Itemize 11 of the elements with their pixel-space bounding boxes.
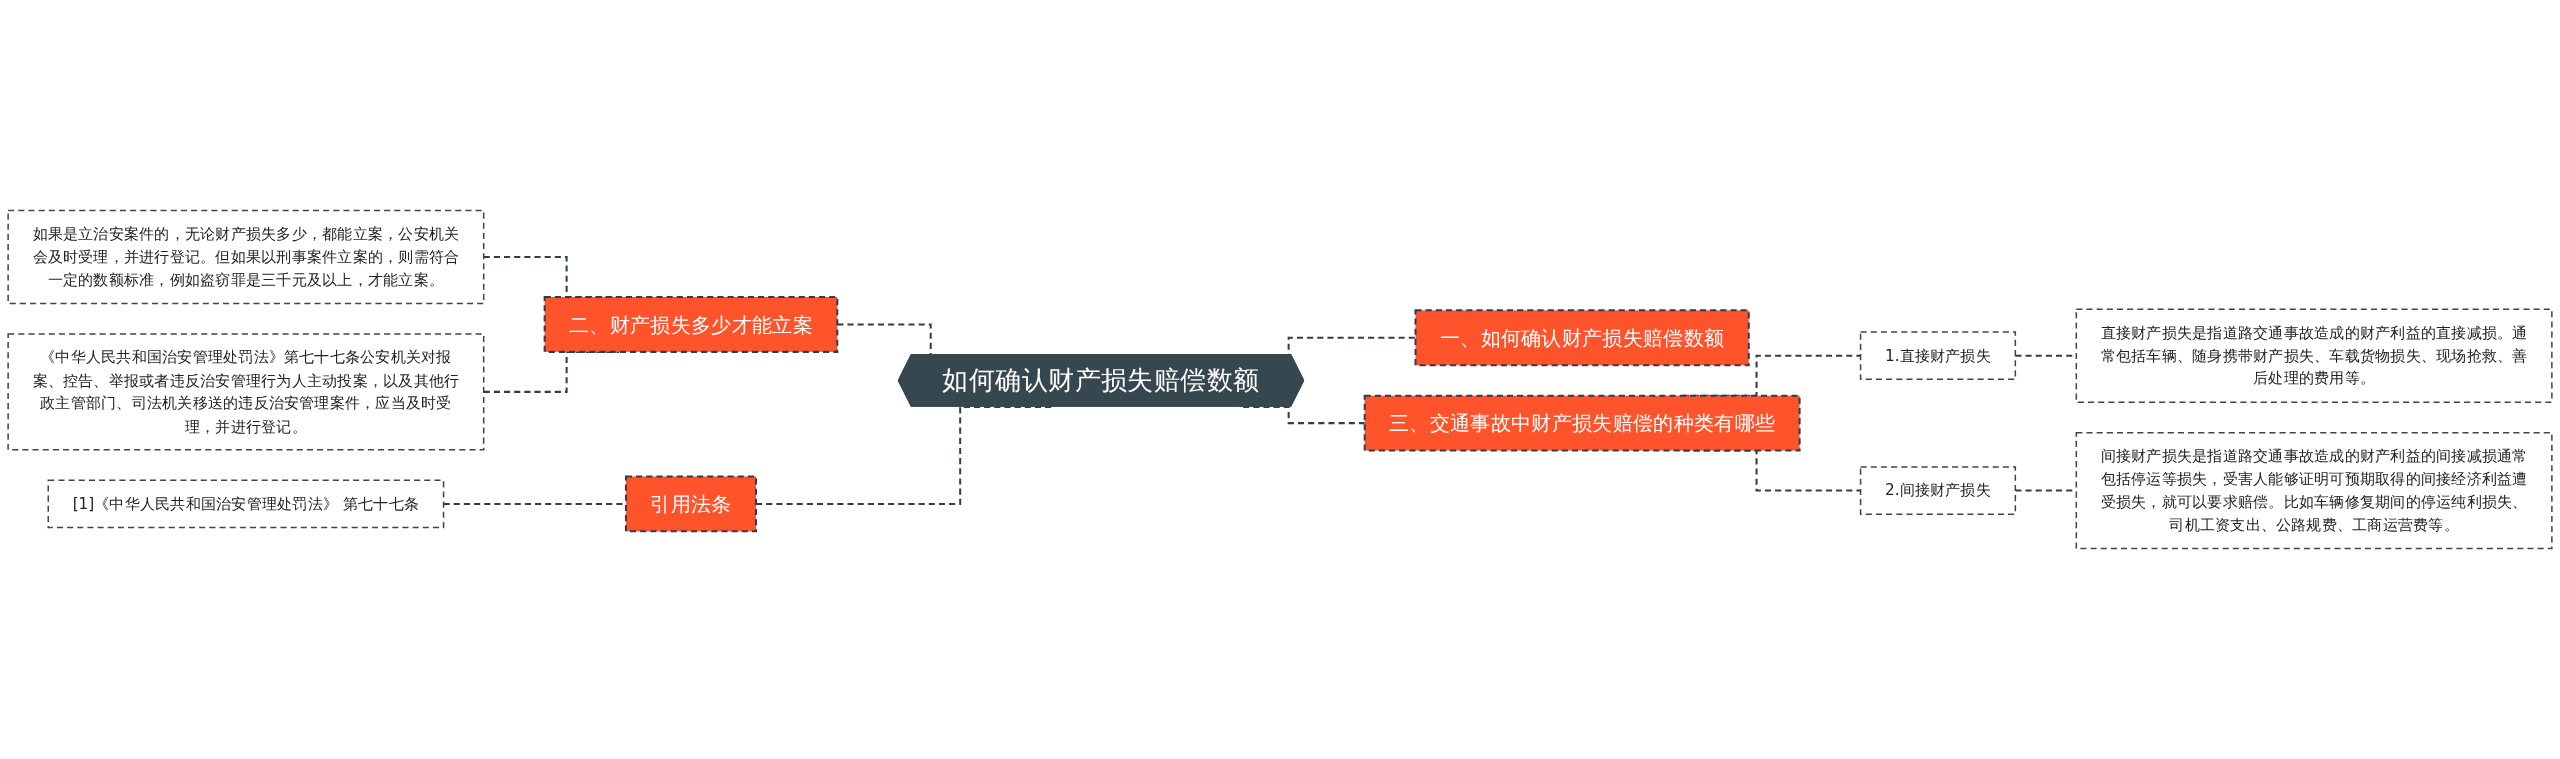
node-box: 直接财产损失是指道路交通事故造成的财产利益的直接减损。通常包括车辆、随身携带财产损失、车载货物损失、现场抢救、善后处理的费用等。 (2075, 308, 2553, 403)
node-box: [1]《中华人民共和国治安管理处罚法》 第七十七条 (47, 479, 445, 529)
node-box: 2.间接财产损失 (1859, 466, 2017, 515)
node-box: 一、如何确认财产损失赔偿数额 (1414, 309, 1750, 367)
node-box: 如果是立治安案件的，无论财产损失多少，都能立案，公安机关会及时受理，并进行登记。但如果以刑事案件立案的，则需符合一定的数额标准，例如盗窃罪是三千元及以上，才能立案。 (7, 209, 485, 305)
node-box: 二、财产损失多少才能立案 (543, 296, 839, 353)
node-box: 间接财产损失是指道路交通事故造成的财产利益的间接减损通常包括停运等损失，受害人能够证明可预期取得的间接经济利益遭受损失，就可以要求赔偿。比如车辆修复期间的停运纯利损失、司机工资支出、公路规费、工商运营费等。 (2075, 431, 2553, 550)
node-box: 1.直接财产损失 (1859, 331, 2017, 381)
node-box: 引用法条 (624, 475, 758, 533)
node-box: 三、交通事故中财产损失赔偿的种类有哪些 (1363, 394, 1801, 452)
node-box: 《中华人民共和国治安管理处罚法》第七十七条公安机关对报案、控告、举报或者违反治安管理行为人主动投案，以及其他行政主管部门、司法机关移送的违反治安管理案件，应当及时受理，并进行登记。 (7, 333, 485, 451)
